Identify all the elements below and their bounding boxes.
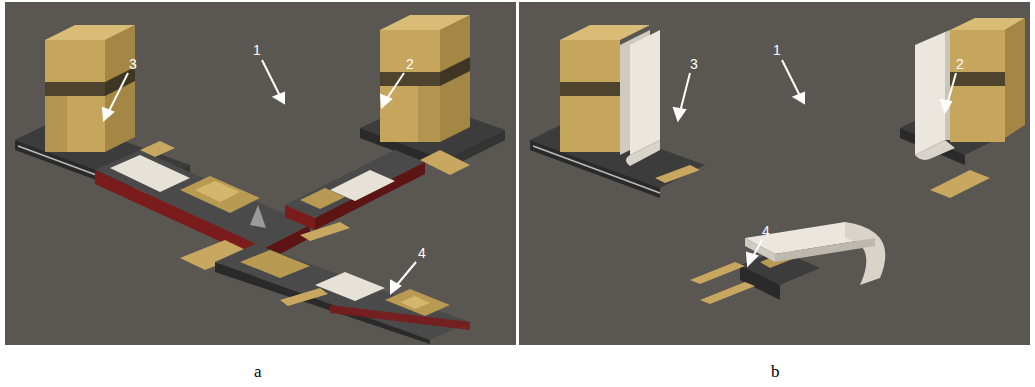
- left-device: [15, 25, 310, 262]
- right-device: [285, 15, 505, 230]
- centre-device: [180, 222, 470, 344]
- callout-number: 4: [762, 223, 770, 239]
- callout-number: 4: [418, 245, 426, 261]
- callout-number: 2: [406, 56, 414, 72]
- left-device: [530, 25, 705, 198]
- right-device: [900, 18, 1025, 198]
- callout-number: 2: [956, 56, 964, 72]
- panel-ground: [5, 2, 516, 345]
- panel-label: a: [254, 364, 262, 380]
- leader-lines: [103, 60, 956, 293]
- callout-number: 3: [690, 56, 698, 72]
- panel-label: b: [771, 364, 780, 380]
- centre-device: [690, 222, 885, 304]
- callout-number: 1: [773, 42, 781, 58]
- callout-number: 1: [253, 42, 261, 58]
- callout-number: 3: [129, 56, 137, 72]
- panel-ground: [519, 2, 1030, 345]
